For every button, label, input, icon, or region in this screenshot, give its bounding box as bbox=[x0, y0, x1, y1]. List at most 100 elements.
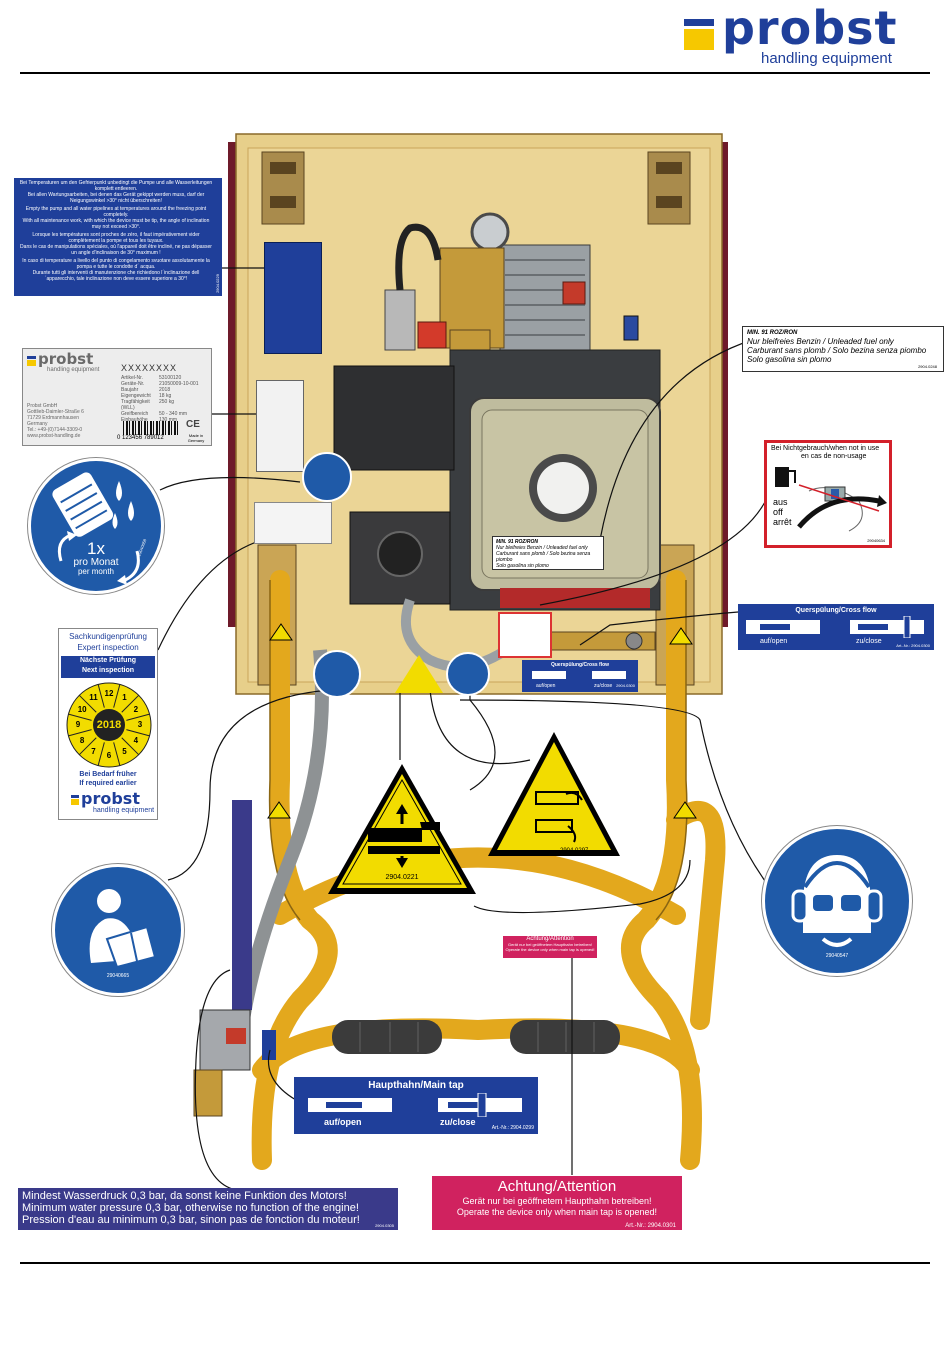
foot-crush-decal bbox=[395, 655, 443, 693]
type-plate-val-6: 130 mm bbox=[159, 417, 178, 423]
fuel-line-1: Nur bleifreies Benzin / Unleaded fuel on… bbox=[747, 337, 894, 346]
frost-notice-para-5: Lorsque les températures sont proches de… bbox=[32, 232, 200, 244]
frost-notice-label: Bei Temperaturen um den Gefrierpunkt unb… bbox=[14, 178, 222, 296]
leader-foot bbox=[429, 689, 531, 765]
cross-flow-open: auf/open bbox=[760, 638, 788, 645]
non-usage-subtitle: en cas de non-usage bbox=[801, 453, 867, 460]
pressure-gauge bbox=[470, 212, 510, 252]
attention-small-title: Achtung/Attention bbox=[526, 936, 574, 942]
read-manual-code: 29040665 bbox=[106, 973, 130, 979]
leader-water-pressure bbox=[194, 969, 237, 1191]
blue-connector bbox=[623, 315, 639, 341]
attention-line-1: Gerät nur bei geöffnetem Haupthahn betre… bbox=[462, 1196, 652, 1206]
red-valve bbox=[417, 321, 447, 349]
cross-flow-title: Querspülung/Cross flow bbox=[795, 607, 877, 614]
month-2: 2 bbox=[133, 704, 139, 714]
water-pressure-label: Mindest Wasserdruck 0,3 bar, da sonst ke… bbox=[18, 1188, 398, 1230]
attention-line-2: Operate the device only when main tap is… bbox=[456, 1207, 658, 1217]
attention-code: Art.-Nr.: 2904.0301 bbox=[625, 1223, 676, 1229]
handle-bottom-bar bbox=[252, 1018, 700, 1080]
non-usage-arret: arrêt bbox=[773, 517, 792, 527]
month-divider bbox=[113, 684, 121, 708]
main-tap-open: auf/open bbox=[324, 1117, 362, 1127]
month-divider bbox=[126, 729, 150, 737]
type-plate-brand: probst bbox=[38, 350, 94, 368]
foot-crush-warning: 2904.0297 bbox=[486, 730, 622, 860]
frame-warning-stickers bbox=[267, 623, 697, 819]
month-divider bbox=[97, 742, 105, 766]
month-7: 7 bbox=[91, 746, 96, 756]
cross-flow-small-close: zu/close bbox=[594, 683, 613, 689]
type-plate: probst handling equipment XXXXXXXX Artik… bbox=[22, 348, 212, 446]
type-plate-logo-mark-yellow bbox=[27, 360, 36, 366]
month-5: 5 bbox=[122, 746, 127, 756]
type-plate-model: XXXXXXXX bbox=[121, 363, 178, 373]
made-in: Made in Germany bbox=[187, 433, 205, 443]
non-usage-off: off bbox=[773, 507, 783, 517]
leader-inspection bbox=[157, 539, 263, 651]
inspection-logo-mark-yellow bbox=[71, 799, 79, 805]
cross-flow-decal-small: Querspülung/Cross flow auf/open zu/close… bbox=[522, 660, 638, 692]
type-plate-val-4: 250 kg bbox=[159, 399, 175, 405]
water-pressure-line-1: Mindest Wasserdruck 0,3 bar, da sonst ke… bbox=[22, 1190, 347, 1202]
foot-crush-code: 2904.0297 bbox=[560, 848, 589, 854]
hand-crush-warning: 2904.0221 bbox=[324, 760, 480, 900]
frost-notice-para-3: Empty the pump and all water pipelines a… bbox=[25, 206, 207, 218]
fuel-sticker-small-line-3: Solo gasolina sin plomo bbox=[496, 563, 549, 569]
cross-flow-valves-icon bbox=[746, 616, 924, 638]
pump-cap bbox=[562, 281, 586, 305]
type-plate-decal bbox=[256, 380, 304, 472]
month-4: 4 bbox=[133, 735, 139, 745]
type-plate-key-0: Artikel-Nr. bbox=[121, 375, 143, 381]
frost-notice-code: 2904.0229 bbox=[215, 274, 220, 293]
main-tap-valves-icon bbox=[308, 1093, 522, 1117]
month-divider bbox=[97, 684, 105, 708]
attention-sticker-small: Achtung/Attention Gerät nur bei geöffnet… bbox=[503, 936, 597, 958]
type-plate-address: Probst GmbH Gottlieb-Daimler-Straße 6 71… bbox=[27, 403, 105, 439]
frost-notice-para-2: Bei allen Wartungsarbeiten, bei denen da… bbox=[27, 192, 205, 204]
cross-flow-small-open: auf/open bbox=[536, 683, 556, 689]
cross-flow-small-title: Querspülung/Cross flow bbox=[550, 662, 610, 668]
main-tap-label: Haupthahn/Main tap auf/open zu/close Art… bbox=[294, 1077, 538, 1134]
address-line-0: Probst GmbH bbox=[27, 403, 58, 409]
inspection-months: 1 2 3 4 5 6 7 8 9 10 11 12 2018 bbox=[65, 681, 153, 769]
type-plate-val-5: 50 - 340 mm bbox=[159, 411, 188, 417]
filter-icon bbox=[52, 472, 140, 585]
logo-mark-yellow bbox=[684, 29, 714, 50]
ear-eye-code: 29040547 bbox=[825, 953, 849, 959]
inspection-title-1: Sachkundigenprüfung bbox=[69, 632, 147, 641]
leader-filter bbox=[159, 476, 301, 491]
address-line-1: Gottlieb-Daimler-Straße 6 bbox=[27, 409, 84, 415]
main-tap-code: Art.-Nr.: 2904.0299 bbox=[491, 1125, 534, 1131]
footer-rule bbox=[20, 1262, 930, 1264]
filter-decal bbox=[302, 452, 352, 502]
fuel-line-2: Carburant sans plomb / Solo bezina senza… bbox=[747, 346, 927, 355]
leader-cross bbox=[579, 611, 739, 646]
control-knob bbox=[377, 531, 423, 577]
inspection-title-2: Expert inspection bbox=[77, 643, 139, 652]
month-6: 6 bbox=[106, 751, 112, 760]
type-plate-key-2: Baujahr bbox=[121, 387, 139, 393]
back-plate-rim bbox=[228, 142, 236, 627]
inspection-year: 2018 bbox=[96, 719, 122, 731]
filter-line-1: pro Monat bbox=[73, 557, 119, 568]
month-9: 9 bbox=[75, 720, 81, 729]
month-1: 1 bbox=[122, 693, 127, 703]
type-plate-val-0: 53100120 bbox=[159, 375, 182, 381]
cross-flow-close: zu/close bbox=[856, 638, 882, 645]
attention-title: Achtung/Attention bbox=[497, 1178, 617, 1195]
month-divider bbox=[121, 737, 140, 756]
leader-non-usage bbox=[539, 499, 767, 606]
month-10: 10 bbox=[77, 704, 87, 714]
type-plate-val-2: 2018 bbox=[159, 387, 171, 393]
frost-notice-para-7: In caso di temperature a livello del pun… bbox=[22, 258, 210, 270]
leader-hand2 bbox=[469, 690, 496, 791]
inspection-next-1: Nächste Prüfung bbox=[79, 657, 136, 664]
main-tap-close: zu/close bbox=[440, 1117, 476, 1127]
month-divider bbox=[68, 729, 92, 737]
filter-sign: 1x pro Monat per month 29040658 bbox=[28, 458, 164, 594]
type-plate-logo-mark bbox=[27, 356, 36, 359]
water-pressure-line-3: Pression d'eau au minimum 0,3 bar, sinon… bbox=[22, 1214, 360, 1226]
inspection-next-box: Nächste Prüfung Next inspection bbox=[61, 656, 155, 678]
barcode-graphic bbox=[123, 421, 179, 435]
